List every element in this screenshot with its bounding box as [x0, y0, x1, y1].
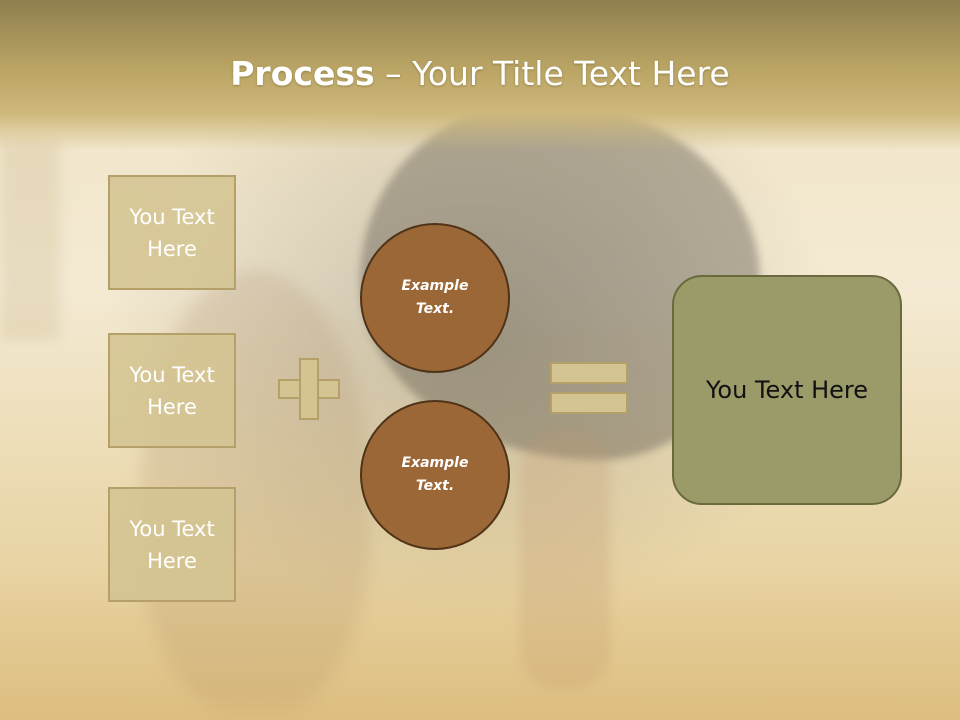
text-box-3[interactable]: You Text Here — [108, 487, 236, 602]
example-circle-2[interactable]: Example Text. — [360, 400, 510, 550]
example-circle-1-line1: Example — [401, 278, 469, 294]
background-photo-window — [0, 140, 60, 340]
plus-icon[interactable] — [278, 358, 340, 420]
plus-icon-vertical-bar — [299, 358, 319, 420]
example-circle-1-line2: Text. — [415, 301, 455, 317]
example-circle-2-line1: Example — [401, 455, 469, 471]
slide-title[interactable]: Process – Your Title Text Here — [0, 52, 960, 96]
text-box-1-label: You Text Here — [129, 204, 215, 261]
slide-title-rest: – Your Title Text Here — [374, 54, 730, 93]
text-box-2-label: You Text Here — [129, 362, 215, 419]
equals-icon-top-bar — [550, 362, 628, 384]
example-circle-1[interactable]: Example Text. — [360, 223, 510, 373]
result-box-label: You Text Here — [705, 376, 869, 404]
slide-title-strong: Process — [230, 54, 375, 93]
example-circle-2-line2: Text. — [415, 478, 455, 494]
text-box-2[interactable]: You Text Here — [108, 333, 236, 448]
text-box-1[interactable]: You Text Here — [108, 175, 236, 290]
title-bar — [0, 0, 960, 150]
equals-icon[interactable] — [550, 362, 628, 414]
equals-icon-bottom-bar — [550, 392, 628, 414]
text-box-3-label: You Text Here — [129, 516, 215, 573]
background-photo-arm — [520, 430, 610, 690]
result-box[interactable]: You Text Here — [672, 275, 902, 505]
